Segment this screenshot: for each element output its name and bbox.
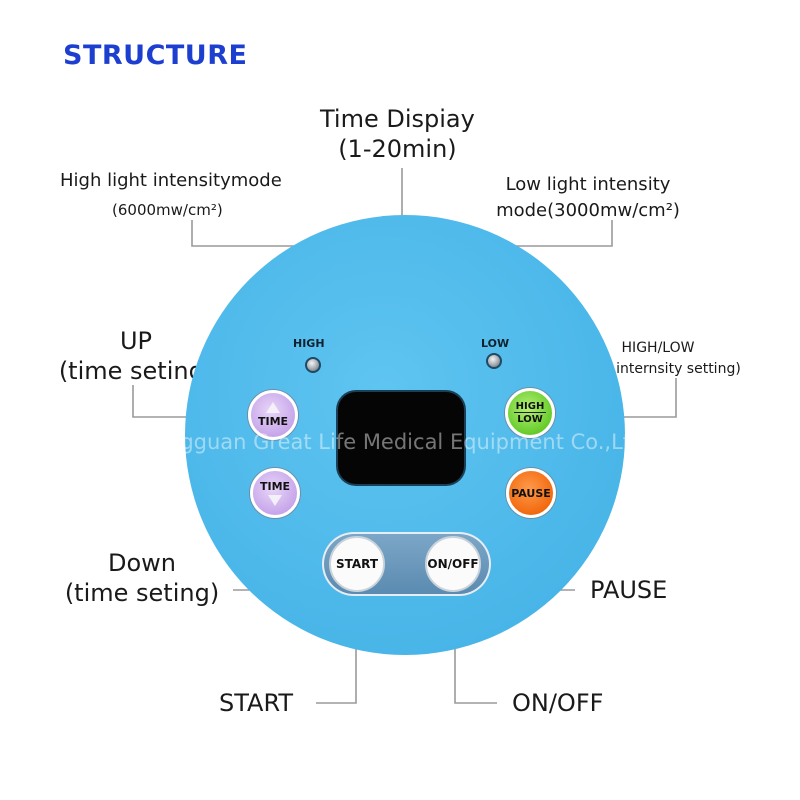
callout-line-1: HIGH/LOW [621,340,695,356]
high-mode-callout: High light intensitymode [60,168,282,194]
high-low-bottom-label: LOW [517,414,543,425]
low-led-label: LOW [481,337,510,350]
triangle-down-icon [268,495,282,506]
callout-line-1: Time Dispiay [320,105,475,133]
callout-line-1: UP [119,327,153,355]
time-display-callout: Time Dispiay (1-20min) [320,104,475,164]
watermark-text: Dongguan Great Life Medical Equipment Co… [138,430,645,454]
pause-button-label: PAUSE [511,486,551,500]
start-button-label: START [335,557,379,571]
low-indicator-led [486,353,502,369]
onoff-button[interactable]: ON/OFF [425,536,481,592]
time-up-button[interactable]: TIME [248,390,298,440]
onoff-button-label: ON/OFF [427,557,479,571]
callout-line-2: (time seting) [58,357,214,385]
down-callout: Down (time seting) [60,548,224,608]
callout-line-2: (1-20min) [338,135,457,163]
high-low-top-label: HIGH [513,401,547,413]
high-indicator-led [305,357,321,373]
high-led-label: HIGH [293,337,325,350]
high-mode-callout-value: (6000mw/cm²) [112,201,223,219]
high-low-callout: HIGH/LOW (light internsity setting) [558,338,758,380]
callout-line-2: (time seting) [64,579,220,607]
time-down-button[interactable]: TIME [250,468,300,518]
callout-line-2: mode(3000mw/cm²) [496,200,680,221]
time-down-label: TIME [259,480,291,493]
start-callout: START [219,689,294,717]
time-display-screen [338,392,464,484]
page-title: STRUCTURE [63,40,248,71]
pause-button[interactable]: PAUSE [506,468,556,518]
up-callout: UP (time seting) [55,326,217,386]
callout-line-1: Low light intensity [505,174,671,195]
onoff-callout: ON/OFF [512,689,604,717]
callout-line-1: Down [107,549,176,577]
time-up-label: TIME [257,415,289,428]
callout-line-1: High light intensitymode [60,170,282,191]
low-mode-callout: Low light intensity mode(3000mw/cm²) [482,172,694,224]
start-button[interactable]: START [329,536,385,592]
high-low-button[interactable]: HIGH LOW [505,388,555,438]
pause-callout: PAUSE [590,576,668,604]
triangle-up-icon [266,402,280,413]
callout-line-2: (light internsity setting) [575,361,741,377]
